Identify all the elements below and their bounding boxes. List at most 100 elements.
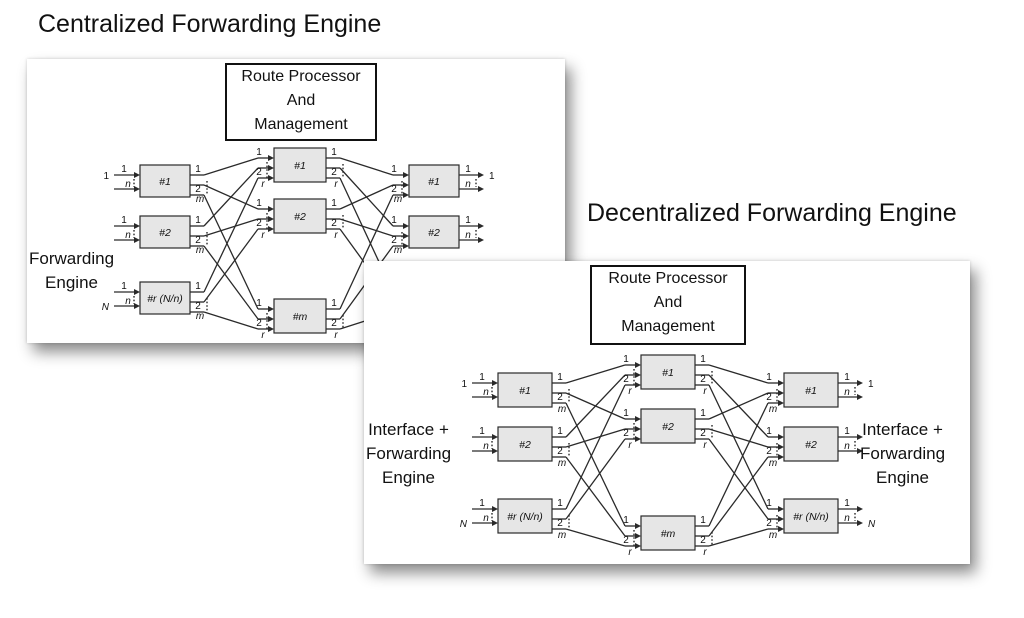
port-label: n: [125, 230, 131, 241]
port-label: 2: [256, 167, 262, 178]
arrowhead-icon: [635, 362, 641, 368]
route-processor-line: And: [653, 294, 683, 311]
arrowhead-icon: [403, 243, 409, 249]
link-line: [565, 438, 626, 520]
port-label: 2: [331, 218, 337, 229]
port-label: n: [844, 387, 850, 398]
arrowhead-icon: [857, 520, 863, 526]
port-label: 2: [700, 535, 706, 546]
arrowhead-icon: [268, 316, 274, 322]
module-middle-2-label: #2: [662, 421, 674, 433]
port-label: 2: [331, 167, 337, 178]
port-label: n: [844, 513, 850, 524]
route-processor-box: Route Processor And Management: [590, 265, 746, 345]
port-label: 1: [391, 215, 397, 226]
link-line: [565, 374, 626, 438]
port-label: r: [334, 330, 338, 341]
port-label: 1: [700, 515, 706, 526]
port-label: 1: [195, 215, 201, 226]
decentralized-title: Decentralized Forwarding Engine: [587, 199, 957, 227]
port-label: m: [394, 245, 402, 256]
arrowhead-icon: [857, 434, 863, 440]
arrowhead-icon: [403, 172, 409, 178]
module-middle-2: [273, 198, 327, 234]
input-label: N: [460, 519, 468, 530]
arrowhead-icon: [778, 516, 784, 522]
port-label: m: [769, 458, 777, 469]
port-label: n: [483, 441, 489, 452]
link-line: [565, 384, 626, 510]
module-left-2: [139, 215, 191, 249]
module-left-1: [497, 372, 553, 408]
port-label: 1: [479, 498, 485, 509]
route-processor-line: Route Processor: [608, 270, 728, 287]
port-label: 1: [331, 298, 337, 309]
output-label: 1: [868, 379, 874, 390]
arrowhead-icon: [268, 206, 274, 212]
arrowhead-icon: [134, 223, 140, 229]
arrowhead-icon: [478, 237, 484, 243]
port-label: 2: [195, 301, 201, 312]
label-line: Engine: [45, 273, 98, 292]
port-label: 1: [766, 372, 772, 383]
port-label: m: [769, 530, 777, 541]
label-line: Interface +: [862, 420, 943, 439]
arrowhead-icon: [635, 416, 641, 422]
arrowhead-icon: [403, 192, 409, 198]
port-label: 1: [479, 426, 485, 437]
arrowhead-icon: [134, 289, 140, 295]
input-label: 1: [461, 379, 467, 390]
module-right-2: [408, 215, 460, 249]
arrowhead-icon: [778, 506, 784, 512]
arrowhead-icon: [635, 533, 641, 539]
arrowhead-icon: [778, 400, 784, 406]
port-label: 2: [331, 318, 337, 329]
arrowhead-icon: [778, 444, 784, 450]
module-right-r-label: #r (N/n): [793, 511, 829, 523]
module-left-r: [497, 498, 553, 534]
input-label: N: [102, 302, 110, 313]
port-label: r: [261, 230, 265, 241]
link-line: [339, 218, 394, 237]
module-left-1: [139, 164, 191, 198]
module-left-1-label: #1: [159, 176, 171, 188]
port-label: r: [261, 330, 265, 341]
port-label: 1: [557, 372, 563, 383]
port-label: 2: [623, 374, 629, 385]
module-left-r-label: #r (N/n): [507, 511, 543, 523]
input-label: 1: [103, 171, 109, 182]
link-line: [203, 218, 259, 237]
port-label: n: [125, 179, 131, 190]
link-line: [708, 402, 769, 527]
port-label: m: [196, 311, 204, 322]
link-line: [203, 245, 259, 320]
port-label: m: [196, 194, 204, 205]
port-label: 1: [844, 372, 850, 383]
arrowhead-icon: [134, 303, 140, 309]
port-label: 1: [623, 515, 629, 526]
module-left-2-label: #2: [159, 227, 171, 239]
label-line: Engine: [382, 468, 435, 487]
arrowhead-icon: [134, 237, 140, 243]
arrowhead-icon: [403, 223, 409, 229]
arrowhead-icon: [403, 182, 409, 188]
port-label: 2: [766, 392, 772, 403]
port-label: 1: [766, 426, 772, 437]
module-middle-2: [640, 408, 696, 444]
module-left-r-label: #r (N/n): [147, 293, 183, 305]
arrowhead-icon: [635, 543, 641, 549]
port-label: 2: [256, 218, 262, 229]
link-line: [708, 384, 769, 510]
module-middle-1-label: #1: [662, 367, 674, 379]
link-line: [203, 311, 259, 330]
route-processor-line: Management: [621, 318, 715, 335]
route-processor-box: Route Processor And Management: [225, 63, 377, 141]
port-label: 1: [121, 164, 127, 175]
port-label: 1: [331, 198, 337, 209]
link-line: [708, 428, 769, 448]
arrowhead-icon: [268, 155, 274, 161]
module-left-r: [139, 281, 191, 315]
port-label: n: [125, 296, 131, 307]
label-line: Forwarding: [29, 249, 115, 268]
